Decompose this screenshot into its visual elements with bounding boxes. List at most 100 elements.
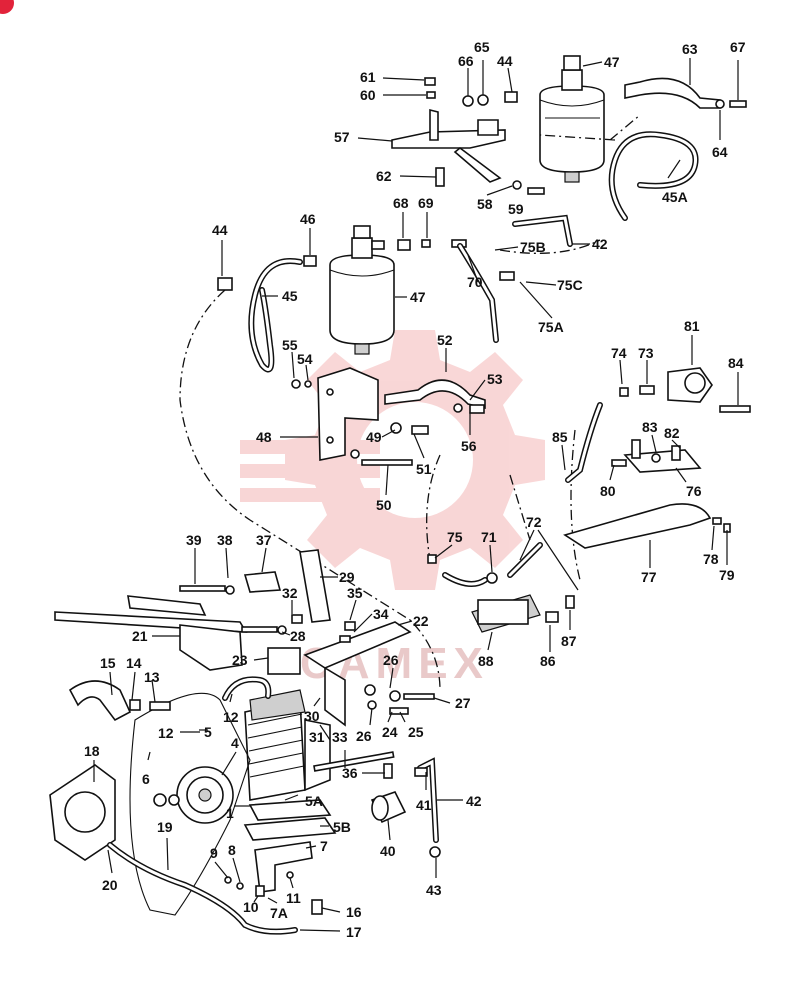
label-62: 62: [376, 168, 392, 184]
label-29: 29: [339, 569, 355, 585]
hose-12: [222, 676, 272, 701]
label-88: 88: [478, 653, 494, 669]
label-45A: 45A: [662, 189, 688, 205]
leader-lines: [93, 58, 739, 932]
label-75B: 75B: [520, 239, 546, 255]
label-59: 59: [508, 201, 524, 217]
label-67: 67: [730, 39, 746, 55]
label-4: 4: [231, 735, 239, 751]
label-39: 39: [186, 532, 202, 548]
label-42b: 42: [466, 793, 482, 809]
fittings-right: [427, 387, 731, 623]
hose-45: [248, 258, 303, 373]
label-65: 65: [474, 39, 490, 55]
label-75A: 75A: [538, 319, 564, 335]
label-42a: 42: [592, 236, 608, 252]
label-17: 17: [346, 924, 362, 940]
label-9: 9: [210, 845, 218, 861]
label-12a: 12: [223, 709, 239, 725]
label-44b: 44: [212, 222, 228, 238]
elbow-15: [68, 680, 132, 722]
tube-72: [442, 542, 543, 587]
label-82: 82: [664, 425, 680, 441]
route-right: [499, 239, 601, 581]
bracket-76: [623, 439, 702, 473]
label-20: 20: [102, 877, 118, 893]
label-16: 16: [346, 904, 362, 920]
label-14: 14: [126, 655, 142, 671]
hose-45A: [608, 131, 699, 221]
part-labels: 61 60 66 65 44 47 63 67 57 64 62 58 59 4…: [84, 39, 746, 940]
label-64: 64: [712, 144, 728, 160]
label-76: 76: [686, 483, 702, 499]
label-57: 57: [334, 129, 350, 145]
label-78: 78: [703, 551, 719, 567]
label-75: 75: [447, 529, 463, 545]
mounting-bracket-57: [391, 108, 506, 183]
label-73: 73: [638, 345, 654, 361]
label-85: 85: [552, 429, 568, 445]
clamp-strap-63: [624, 77, 721, 109]
label-83: 83: [642, 419, 658, 435]
label-26b: 26: [356, 728, 372, 744]
label-22: 22: [413, 613, 429, 629]
label-19: 19: [157, 819, 173, 835]
mounting-plate-22: [299, 549, 412, 727]
label-18: 18: [84, 743, 100, 759]
fittings-lower: [129, 571, 441, 915]
label-40: 40: [380, 843, 396, 859]
label-25: 25: [408, 724, 424, 740]
cover-18: [49, 764, 116, 861]
label-33: 33: [332, 729, 348, 745]
label-80: 80: [600, 483, 616, 499]
corner-badge: [0, 0, 14, 14]
label-69: 69: [418, 195, 434, 211]
label-63: 63: [682, 41, 698, 57]
plate-77: [563, 503, 712, 549]
mount-7: [254, 841, 313, 893]
strap-52: [384, 379, 486, 410]
label-53: 53: [487, 371, 503, 387]
label-24: 24: [382, 724, 398, 740]
label-26a: 26: [383, 652, 399, 668]
route-75: [426, 454, 441, 561]
label-47b: 47: [410, 289, 426, 305]
label-15: 15: [100, 655, 116, 671]
valve-88: [471, 594, 541, 633]
label-70: 70: [467, 274, 483, 290]
label-87: 87: [561, 633, 577, 649]
label-1: 1: [226, 805, 234, 821]
label-35: 35: [347, 585, 363, 601]
label-5B: 5B: [333, 819, 351, 835]
label-50: 50: [376, 497, 392, 513]
label-71: 71: [481, 529, 497, 545]
label-74: 74: [611, 345, 627, 361]
label-46: 46: [300, 211, 316, 227]
label-21: 21: [132, 628, 148, 644]
label-28: 28: [290, 628, 306, 644]
label-52: 52: [437, 332, 453, 348]
label-48: 48: [256, 429, 272, 445]
compressor-cylinder: [244, 689, 331, 801]
label-56: 56: [461, 438, 477, 454]
label-66: 66: [458, 53, 474, 69]
bracket-21: [54, 595, 248, 671]
label-30: 30: [304, 708, 320, 724]
label-45: 45: [282, 288, 298, 304]
tube-42-upper: [512, 214, 573, 247]
label-77: 77: [641, 569, 657, 585]
tube-70: [457, 243, 499, 343]
label-11: 11: [286, 890, 301, 906]
label-10: 10: [243, 899, 259, 915]
tube-42-lower: [417, 757, 439, 843]
label-6: 6: [142, 771, 150, 787]
label-47a: 47: [604, 54, 620, 70]
label-5A: 5A: [305, 793, 323, 809]
label-43: 43: [426, 882, 442, 898]
label-41: 41: [416, 797, 432, 813]
label-55: 55: [282, 337, 298, 353]
tank-upper: [539, 55, 605, 183]
label-58: 58: [477, 196, 493, 212]
label-32: 32: [282, 585, 298, 601]
label-54: 54: [297, 351, 313, 367]
